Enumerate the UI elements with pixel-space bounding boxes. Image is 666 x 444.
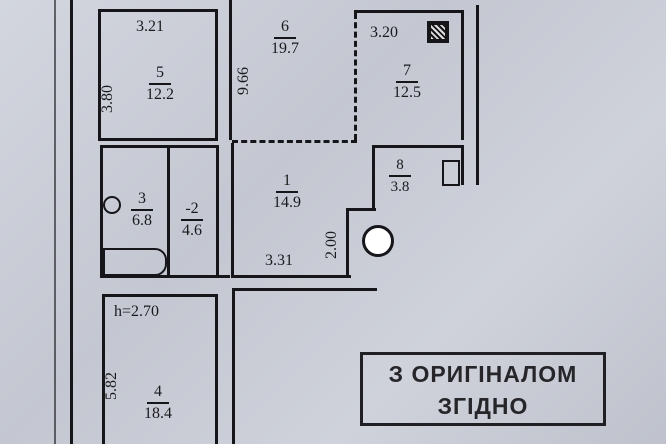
wall — [372, 145, 375, 211]
dashed-boundary — [232, 140, 357, 143]
wall — [232, 288, 377, 291]
stamp-line-2: ЗГІДНО — [437, 393, 529, 419]
sink-icon — [442, 160, 460, 186]
outer-wall-left-edge — [54, 0, 56, 444]
ceiling-height: h=2.70 — [114, 303, 160, 320]
wall — [167, 145, 170, 278]
dim-room5-width: 3.21 — [136, 18, 164, 35]
wall — [98, 138, 218, 141]
outer-wall-left — [70, 0, 73, 444]
dim-room1-depth: 2.00 — [323, 231, 340, 259]
wall — [461, 10, 464, 140]
riser-circle-icon — [362, 225, 394, 257]
wall — [346, 208, 376, 211]
wall — [232, 290, 235, 444]
wall — [346, 210, 349, 278]
toilet-icon — [103, 196, 121, 214]
wall — [100, 275, 230, 278]
wall — [98, 9, 218, 12]
wall — [102, 294, 218, 297]
dim-room4-height: 5.82 — [103, 372, 120, 400]
wall — [229, 0, 232, 140]
wall — [170, 145, 218, 148]
wall — [476, 5, 479, 185]
wall — [100, 145, 170, 148]
dim-room5-height: 3.80 — [99, 85, 116, 113]
dim-room1-width: 3.31 — [265, 252, 293, 269]
ventilation-icon — [427, 21, 449, 43]
wall — [354, 10, 464, 13]
wall — [215, 9, 218, 141]
bathtub-icon — [103, 248, 167, 276]
dashed-boundary — [354, 13, 357, 140]
stamp-line-1: З ОРИГІНАЛОМ — [388, 361, 578, 387]
certification-stamp: З ОРИГІНАЛОМ ЗГІДНО — [360, 352, 606, 426]
wall — [231, 143, 234, 278]
wall — [102, 294, 105, 444]
dim-room7-width: 3.20 — [370, 24, 398, 41]
wall — [461, 145, 464, 185]
wall — [231, 275, 351, 278]
wall — [100, 145, 103, 278]
dim-room6-height: 9.66 — [235, 67, 252, 95]
wall — [372, 145, 462, 148]
wall — [216, 145, 219, 278]
wall — [215, 294, 218, 444]
wall — [98, 9, 101, 141]
